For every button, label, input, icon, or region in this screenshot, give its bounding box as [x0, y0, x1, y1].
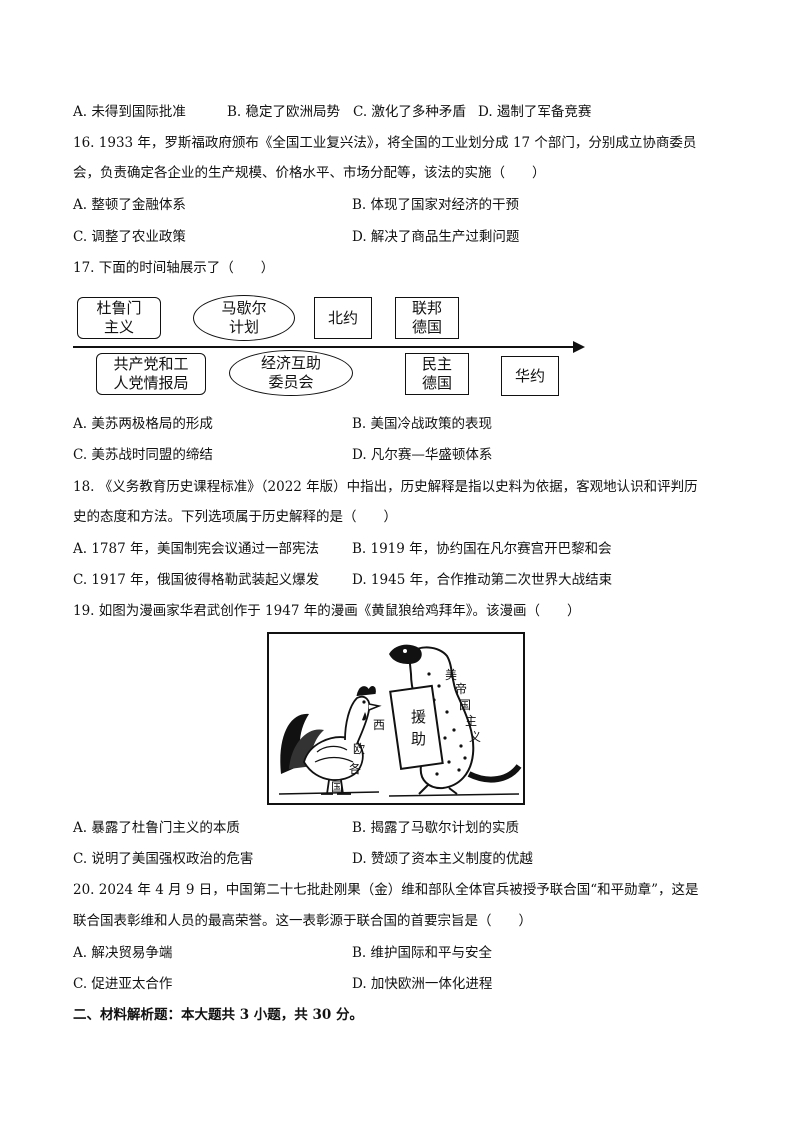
q19-option-d: D. 赞颂了资本主义制度的优越 — [352, 851, 533, 867]
timeline-event-gdr: 民主德国 — [405, 353, 469, 395]
timeline-arrow — [573, 341, 585, 353]
timeline-event-frg: 联邦德国 — [395, 297, 459, 339]
q18-option-c: C. 1917 年，俄国彼得格勒武装起义爆发 — [73, 572, 320, 588]
cartoon-weasel-label: 美 帝 国 主 义 — [269, 634, 523, 803]
q17-stem: 17. 下面的时间轴展示了（ ） — [73, 260, 275, 276]
cartoon-weasel-rooster: 援 助 美 帝 国 主 义 西 欧 各 国 — [267, 632, 525, 805]
timeline-event-comecon: 经济互助委员会 — [229, 350, 353, 396]
q16-stem-line1: 16. 1933 年，罗斯福政府颁布《全国工业复兴法》，将全国的工业划分成 17… — [73, 135, 697, 151]
q20-stem-line1: 20. 2024 年 4 月 9 日，中国第二十七批赴刚果（金）维和部队全体官兵… — [73, 882, 699, 898]
event-label: 共产党和工 — [113, 355, 189, 373]
q20-option-c: C. 促进亚太合作 — [73, 976, 173, 992]
q20-stem-line2: 联合国表彰维和人员的最高荣誉。这一表彰源于联合国的首要宗旨是（ ） — [73, 913, 532, 929]
q15-option-c: C. 激化了多种矛盾 — [353, 104, 466, 120]
event-label: 联邦 — [411, 299, 442, 317]
q16-option-a: A. 整顿了金融体系 — [73, 197, 186, 213]
event-label: 北约 — [327, 308, 358, 327]
rooster-char: 欧 — [353, 742, 366, 756]
q18-option-b: B. 1919 年，协约国在凡尔赛宫开巴黎和会 — [352, 541, 612, 557]
rooster-char: 国 — [331, 780, 344, 794]
q20-option-a: A. 解决贸易争端 — [73, 945, 173, 961]
q16-option-c: C. 调整了农业政策 — [73, 229, 186, 245]
weasel-char: 帝 — [455, 682, 468, 696]
q18-stem-line1: 18. 《义务教育历史课程标准》（2022 年版）中指出，历史解释是指以史料为依… — [73, 479, 698, 495]
event-label: 德国 — [421, 374, 452, 392]
q19-stem: 19. 如图为漫画家华君武创作于 1947 年的漫画《黄鼠狼给鸡拜年》。该漫画（… — [73, 603, 581, 619]
sign-char: 助 — [411, 730, 427, 748]
cartoon-rooster-label: 西 欧 各 国 — [269, 634, 523, 803]
timeline-event-truman-doctrine: 杜鲁门主义 — [77, 297, 161, 339]
event-label: 民主 — [421, 355, 452, 373]
q17-option-b: B. 美国冷战政策的表现 — [352, 416, 493, 432]
cartoon-sign-label: 援 助 — [411, 706, 426, 750]
q16-option-d: D. 解决了商品生产过剩问题 — [352, 229, 520, 245]
weasel-char: 国 — [459, 698, 472, 712]
timeline-event-marshall-plan: 马歇尔计划 — [193, 295, 295, 341]
event-label: 德国 — [411, 318, 442, 336]
rooster-char: 西 — [373, 718, 386, 732]
timeline-axis — [73, 346, 575, 348]
event-label: 华约 — [514, 366, 545, 385]
event-label: 计划 — [228, 318, 259, 336]
rooster-char: 各 — [349, 762, 362, 776]
q18-option-a: A. 1787 年，美国制宪会议通过一部宪法 — [73, 541, 319, 557]
sign-char: 援 — [411, 708, 427, 726]
q16-stem-line2: 会，负责确定各企业的生产规模、价格水平、市场分配等，该法的实施（ ） — [73, 165, 546, 181]
section2-heading: 二、材料解析题：本大题共 3 小题，共 30 分。 — [73, 1007, 363, 1023]
q20-option-d: D. 加快欧洲一体化进程 — [352, 976, 493, 992]
weasel-char: 义 — [469, 730, 482, 744]
q15-option-b: B. 稳定了欧洲局势 — [227, 104, 341, 120]
weasel-char: 主 — [465, 714, 478, 728]
q15-option-d: D. 遏制了军备竞赛 — [478, 104, 592, 120]
q19-option-a: A. 暴露了杜鲁门主义的本质 — [73, 820, 240, 836]
q20-option-b: B. 维护国际和平与安全 — [352, 945, 493, 961]
q19-option-c: C. 说明了美国强权政治的危害 — [73, 851, 254, 867]
event-label: 杜鲁门 — [96, 299, 142, 317]
timeline-event-warsaw-pact: 华约 — [501, 356, 559, 396]
weasel-char: 美 — [445, 668, 458, 682]
q19-option-b: B. 揭露了马歇尔计划的实质 — [352, 820, 520, 836]
event-label: 委员会 — [268, 373, 314, 391]
event-label: 人党情报局 — [113, 374, 189, 392]
q17-option-c: C. 美苏战时同盟的缔结 — [73, 447, 213, 463]
timeline-event-cominform: 共产党和工人党情报局 — [96, 353, 206, 395]
q15-option-a: A. 未得到国际批准 — [73, 104, 186, 120]
q17-option-d: D. 凡尔赛—华盛顿体系 — [352, 447, 493, 463]
timeline-event-nato: 北约 — [314, 297, 372, 339]
event-label: 经济互助 — [260, 354, 321, 372]
q18-option-d: D. 1945 年，合作推动第二次世界大战结束 — [352, 572, 613, 588]
cartoon-drawing — [278, 644, 522, 797]
q18-stem-line2: 史的态度和方法。下列选项属于历史解释的是（ ） — [73, 509, 397, 525]
event-label: 马歇尔 — [221, 299, 267, 317]
q16-option-b: B. 体现了国家对经济的干预 — [352, 197, 520, 213]
event-label: 主义 — [103, 318, 134, 336]
q17-option-a: A. 美苏两极格局的形成 — [73, 416, 213, 432]
